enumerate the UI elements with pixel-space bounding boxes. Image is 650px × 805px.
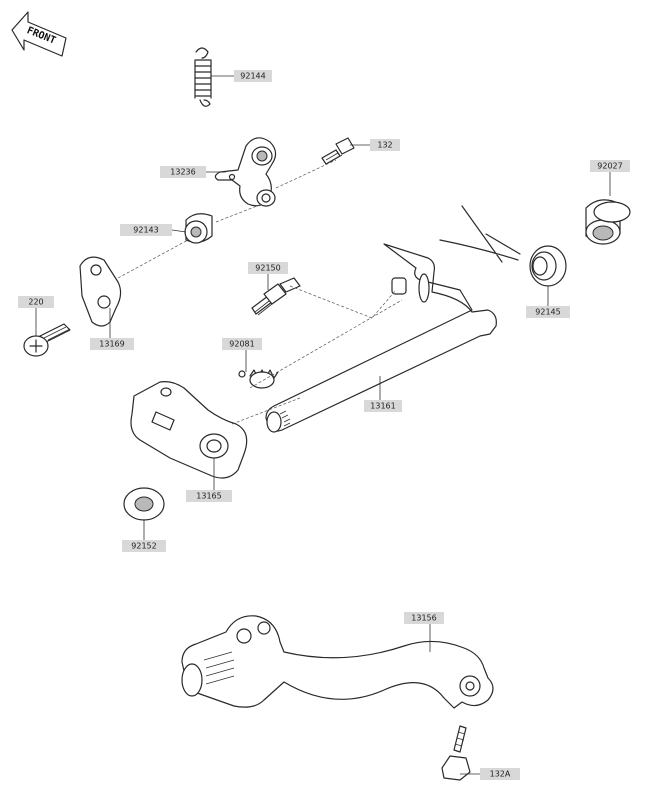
spring-92144[interactable] <box>194 47 212 107</box>
part-label-220[interactable]: 220 <box>18 296 54 308</box>
bushing-92027[interactable] <box>585 199 631 245</box>
part-label-92150[interactable]: 92150 <box>248 262 288 274</box>
part-number-text: 13165 <box>196 492 221 501</box>
part-number-text: 13169 <box>99 340 124 349</box>
part-label-13161[interactable]: 13161 <box>364 400 402 412</box>
bolt-92150[interactable] <box>251 277 301 316</box>
part-label-92144[interactable]: 92144 <box>234 70 272 82</box>
assembly-lines <box>117 159 403 425</box>
part-number-text: 132A <box>490 770 511 779</box>
part-number-text: 220 <box>28 298 43 307</box>
front-arrow-icon: FRONT <box>11 11 67 57</box>
bolt-132A[interactable] <box>441 725 471 781</box>
bolt-132[interactable] <box>321 137 355 165</box>
part-number-text: 92081 <box>229 340 254 349</box>
part-number-text: 13161 <box>370 402 395 411</box>
part-label-132[interactable]: 132 <box>370 139 400 151</box>
part-number-text: 92145 <box>535 308 560 317</box>
leader-lines <box>35 75 611 775</box>
screw-220[interactable] <box>23 323 71 357</box>
shift-arm-13236[interactable] <box>214 137 277 207</box>
part-label-13165[interactable]: 13165 <box>186 490 232 502</box>
part-label-13156[interactable]: 13156 <box>404 612 444 624</box>
part-number-text: 132 <box>377 141 392 150</box>
part-label-92027[interactable]: 92027 <box>590 160 630 172</box>
part-number-text: 13156 <box>411 614 436 623</box>
part-number-text: 92027 <box>597 162 622 171</box>
part-number-text: 13236 <box>170 168 195 177</box>
shift-pedal-13156[interactable] <box>181 615 494 709</box>
part-label-92143[interactable]: 92143 <box>120 224 172 236</box>
part-number-text: 92150 <box>255 264 280 273</box>
part-number-text: 92152 <box>131 542 156 551</box>
gear-plate-13165[interactable] <box>130 381 248 479</box>
part-label-92152[interactable]: 92152 <box>122 540 166 552</box>
part-number-text: 92144 <box>240 72 265 81</box>
part-label-13236[interactable]: 13236 <box>160 166 206 178</box>
part-label-92145[interactable]: 92145 <box>526 306 570 318</box>
part-label-13169[interactable]: 13169 <box>90 338 134 350</box>
collar-92143[interactable] <box>184 213 213 244</box>
stopper-13169[interactable] <box>79 256 122 327</box>
part-number-text: 92143 <box>133 226 158 235</box>
shift-shaft-13161[interactable] <box>265 243 497 433</box>
spring-92081[interactable] <box>238 369 279 389</box>
washer-92152[interactable] <box>123 487 165 521</box>
part-label-132A[interactable]: 132A <box>480 768 520 780</box>
torsion-spring-92145[interactable] <box>439 205 567 287</box>
part-label-92081[interactable]: 92081 <box>222 338 262 350</box>
